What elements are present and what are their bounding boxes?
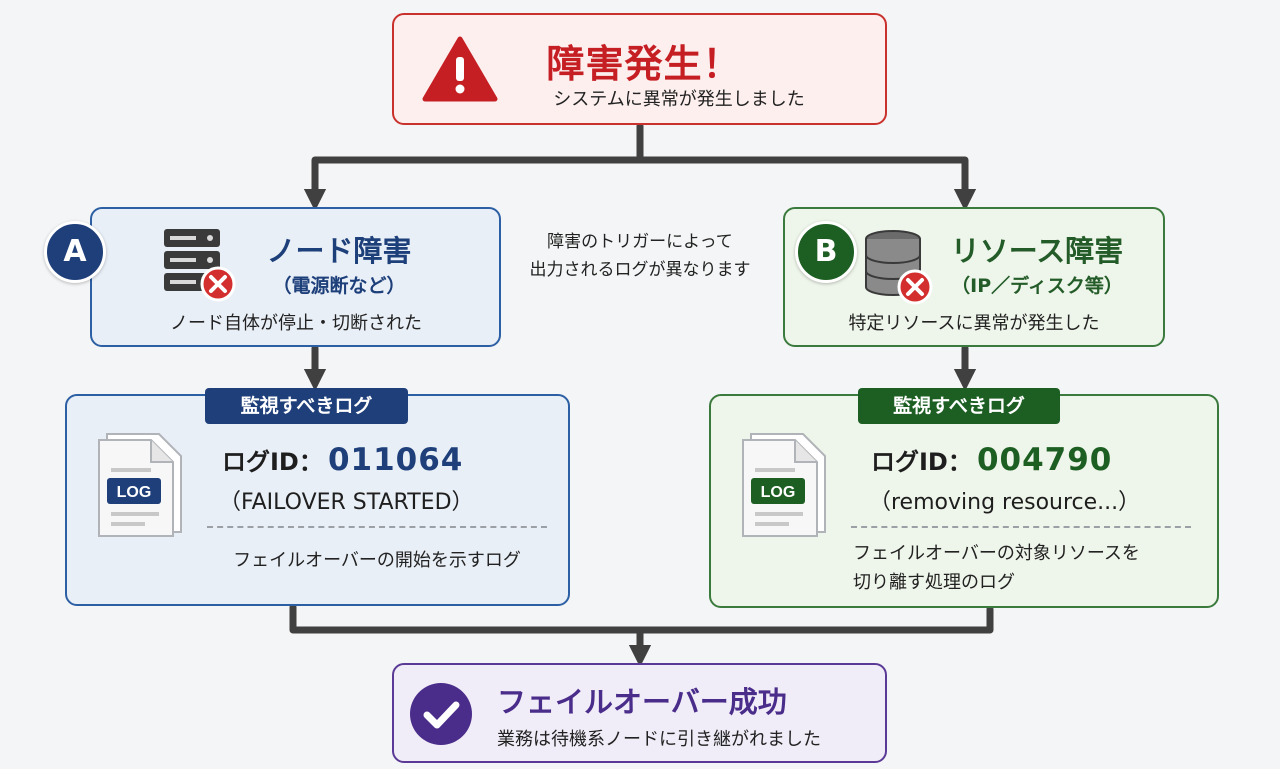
warning-triangle-icon	[422, 36, 498, 102]
arrow-alert-to-a	[303, 122, 644, 212]
log-label-a: 監視すべきログ	[205, 388, 408, 424]
badge-a: A	[44, 221, 106, 283]
log-doc-tag-b: LOG	[761, 484, 796, 501]
log-message-a: （FAILOVER STARTED）	[219, 490, 474, 515]
server-error-icon	[164, 229, 236, 302]
log-divider-b	[851, 526, 1191, 528]
log-id-prefix-b: ログID：	[871, 448, 972, 476]
database-error-icon	[865, 230, 933, 305]
log-label-b: 監視すべきログ	[858, 388, 1060, 424]
node-failure-card: ノード障害 （電源断など） ノード自体が停止・切断された	[90, 207, 501, 347]
log-id-line-a: ログID： 011064	[222, 442, 463, 478]
node-failure-description: ノード自体が停止・切断された	[170, 313, 422, 334]
check-circle-icon	[410, 683, 472, 745]
log-document-icon: LOG	[98, 433, 182, 537]
log-description-a-line1: フェイルオーバーの開始を示すログ	[233, 550, 521, 571]
log-description-b-line1: フェイルオーバーの対象リソースを	[853, 543, 1140, 564]
resource-failure-title: リソース障害	[950, 234, 1124, 268]
log-id-prefix-a: ログID：	[222, 448, 323, 476]
log-id-value-b: 004790	[976, 442, 1113, 478]
log-box-b: LOG ログID： 004790 （removing resource...） …	[709, 394, 1219, 608]
log-id-value-a: 011064	[327, 442, 464, 478]
log-message-b: （removing resource...）	[869, 490, 1141, 515]
log-id-line-b: ログID： 004790	[871, 442, 1112, 478]
log-description-b: フェイルオーバーの対象リソースを 切り離す処理のログ	[853, 539, 1140, 597]
trigger-note-line2: 出力されるログが異なります	[529, 260, 751, 280]
log-document-icon: LOG	[742, 433, 826, 537]
trigger-note: 障害のトリガーによって 出力されるログが異なります	[515, 228, 765, 284]
resource-failure-description: 特定リソースに異常が発生した	[848, 313, 1100, 334]
success-title: フェイルオーバー成功	[497, 685, 787, 719]
log-description-a: フェイルオーバーの開始を示すログ	[207, 546, 547, 575]
log-doc-tag-a: LOG	[117, 484, 152, 501]
alert-title: 障害発生！	[546, 42, 742, 86]
log-box-a: LOG ログID： 011064 （FAILOVER STARTED） フェイル…	[65, 394, 570, 606]
log-description-b-line2: 切り離す処理のログ	[853, 572, 1015, 593]
node-failure-subtitle: （電源断など）	[272, 275, 406, 297]
failover-success-box: フェイルオーバー成功 業務は待機系ノードに引き継がれました	[392, 663, 887, 763]
trigger-note-line1: 障害のトリガーによって	[547, 232, 733, 252]
arrow-alert-to-b	[636, 156, 977, 212]
alert-subtitle: システムに異常が発生しました	[553, 89, 805, 110]
success-subtitle: 業務は待機系ノードに引き継がれました	[497, 729, 821, 750]
log-divider-a	[207, 526, 547, 528]
arrow-logs-to-success	[289, 603, 994, 634]
node-failure-title: ノード障害	[266, 234, 412, 268]
badge-b: B	[795, 221, 857, 283]
alert-box: 障害発生！ システムに異常が発生しました	[392, 13, 887, 125]
resource-failure-card: リソース障害 （IP／ディスク等） 特定リソースに異常が発生した	[783, 207, 1165, 347]
resource-failure-subtitle: （IP／ディスク等）	[951, 275, 1123, 297]
